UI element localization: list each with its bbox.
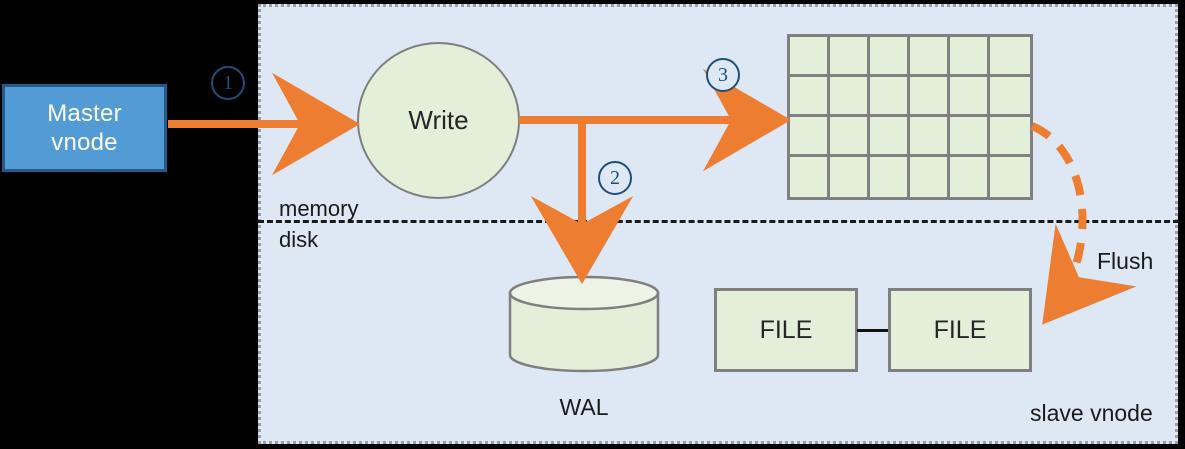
step-marker-1: 1 bbox=[211, 66, 245, 100]
step-marker-3-label: 3 bbox=[718, 63, 728, 86]
grid-cell bbox=[790, 117, 830, 157]
grid-cell bbox=[990, 117, 1030, 157]
step-marker-2: 2 bbox=[598, 161, 632, 195]
file-box-1-label: FILE bbox=[759, 315, 813, 344]
grid-cell bbox=[950, 37, 990, 77]
grid-cell bbox=[950, 77, 990, 117]
grid-cell bbox=[990, 37, 1030, 77]
master-vnode-label-line1: Master bbox=[47, 99, 122, 127]
grid-cell bbox=[870, 77, 910, 117]
grid-cell bbox=[990, 157, 1030, 197]
grid-cell bbox=[830, 117, 870, 157]
file-box-2[interactable]: FILE bbox=[888, 288, 1032, 372]
wal-cylinder bbox=[508, 275, 660, 373]
grid-cell bbox=[790, 157, 830, 197]
grid-cell bbox=[990, 77, 1030, 117]
write-node-label: Write bbox=[408, 105, 469, 135]
file-box-2-label: FILE bbox=[933, 315, 987, 344]
step-marker-3: 3 bbox=[706, 58, 740, 92]
master-vnode-box[interactable]: Master vnode bbox=[2, 84, 167, 172]
memory-label: memory bbox=[279, 196, 359, 221]
grid-cell bbox=[910, 77, 950, 117]
grid-cell bbox=[950, 117, 990, 157]
write-node[interactable]: Write bbox=[357, 42, 520, 199]
grid-cell bbox=[830, 37, 870, 77]
grid-cell bbox=[870, 37, 910, 77]
grid-cell bbox=[830, 157, 870, 197]
file-box-1[interactable]: FILE bbox=[714, 288, 858, 372]
grid-cell bbox=[950, 157, 990, 197]
grid-cell bbox=[870, 157, 910, 197]
grid-cell bbox=[910, 37, 950, 77]
memtable-grid bbox=[787, 34, 1033, 200]
disk-label: disk bbox=[279, 227, 319, 252]
step-marker-1-label: 1 bbox=[223, 71, 233, 94]
grid-cell bbox=[790, 77, 830, 117]
grid-cell bbox=[910, 117, 950, 157]
memory-disk-divider bbox=[258, 220, 1179, 223]
grid-cell bbox=[870, 117, 910, 157]
flush-label: Flush bbox=[1097, 248, 1154, 274]
step-marker-2-label: 2 bbox=[610, 166, 620, 189]
file-connector-line bbox=[857, 329, 888, 332]
grid-cell bbox=[910, 157, 950, 197]
wal-label: WAL bbox=[559, 394, 609, 420]
slave-vnode-label: slave vnode bbox=[1030, 400, 1153, 426]
grid-cell bbox=[790, 37, 830, 77]
master-vnode-label-line2: vnode bbox=[51, 129, 118, 156]
grid-cell bbox=[830, 77, 870, 117]
